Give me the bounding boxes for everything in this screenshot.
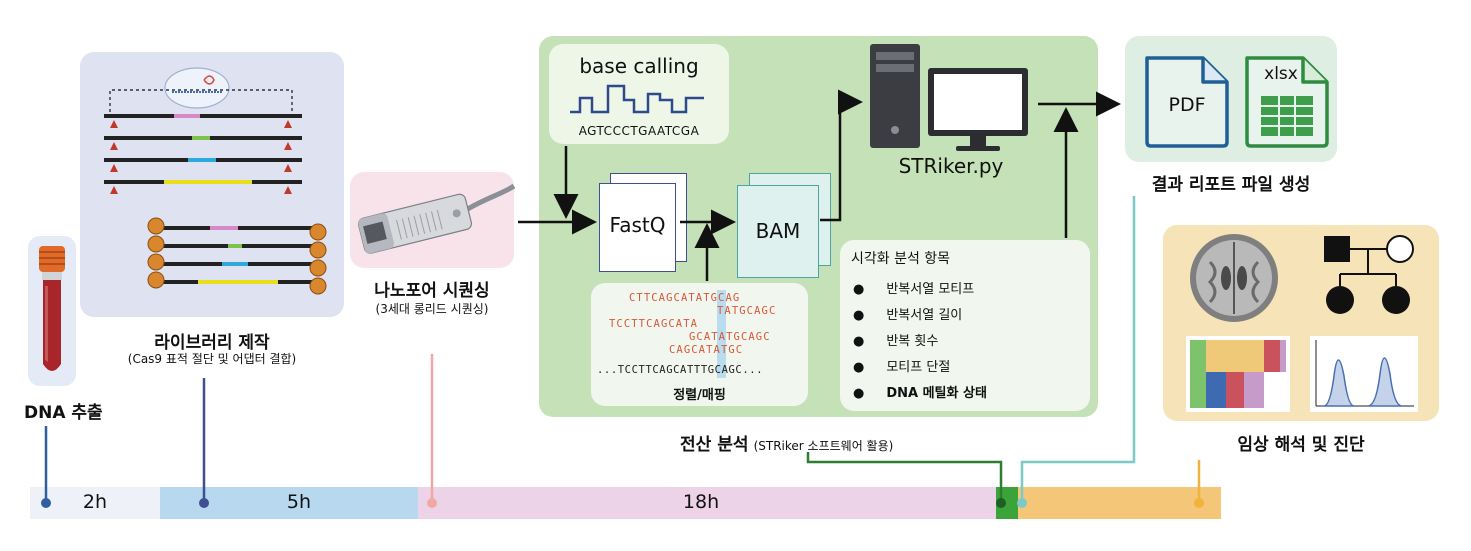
visualization-item-5: ●DNA 메틸화 상태 (853, 386, 987, 401)
visualization-box (840, 240, 1090, 411)
pdf-file-icon (1145, 56, 1229, 148)
alignment-caption: 정렬/매핑 (673, 388, 726, 403)
alignment-read-4: GCATATGCAGC (689, 331, 771, 343)
xlsx-file-icon (1245, 56, 1329, 148)
compute-subtitle: (STRiker 소프트웨어 활용) (753, 439, 894, 453)
visualization-item-4: ●모티프 단절 (853, 360, 951, 375)
alignment-read-5: CAGCATATGC (669, 344, 744, 356)
computer-icon (870, 44, 1028, 151)
compute-title-row: 전산 분석 (STRiker 소프트웨어 활용) (680, 430, 893, 455)
compute-title: 전산 분석 (680, 435, 749, 455)
bam-label: BAM (755, 219, 801, 243)
pdf-label: PDF (1168, 94, 1206, 116)
clinical-title: 임상 해석 및 진단 (1237, 435, 1365, 455)
distribution-plot-icon (1310, 336, 1418, 412)
timeline-label-2: 5h (286, 491, 312, 513)
visualization-item-2: ●반복서열 길이 (853, 308, 963, 323)
visualization-title: 시각화 분석 항목 (851, 251, 951, 267)
library-title: 라이브러리 제작 (154, 333, 270, 353)
fastq-card-front (599, 183, 676, 272)
base-calling-box (549, 44, 729, 144)
library-subtitle: (Cas9 표적 절단 및 어댑터 결합) (127, 352, 297, 366)
timeline-label-1: 2h (82, 491, 108, 513)
visualization-item-1: ●반복서열 모티프 (853, 282, 975, 297)
timeline-segment-1 (30, 487, 160, 519)
pedigree-icon (1324, 235, 1414, 314)
brain-mri-icon (1190, 234, 1278, 322)
xlsx-label: xlsx (1264, 64, 1298, 84)
alignment-box (591, 283, 808, 406)
base-calling-title: base calling (579, 54, 699, 78)
alignment-read-3: TCCTTCAGCATA (609, 318, 699, 330)
alignment-read-1: CTTCAGCATATGCAG (629, 292, 741, 304)
alignment-highlight (717, 290, 726, 378)
timeline-segment-5 (1018, 487, 1221, 519)
report-title: 결과 리포트 파일 생성 (1151, 175, 1311, 195)
dna-title: DNA 추출 (24, 403, 103, 423)
fastq-label: FastQ (609, 213, 666, 237)
library-diagram (104, 67, 327, 295)
base-calling-sequence: AGTCCCTGAATCGA (578, 124, 700, 138)
timeline-segment-3 (418, 487, 996, 519)
visualization-item-3: ●반복 횟수 (853, 334, 939, 349)
nanopore-title: 나노포어 시퀀싱 (374, 281, 490, 301)
alignment-reference: ...TCCTTCAGCATTTGCAGC... (597, 364, 764, 376)
striker-label: STRiker.py (898, 154, 1004, 178)
signal-trace-icon (570, 84, 704, 114)
nanopore-subtitle: (3세대 롱리드 시퀀싱) (375, 302, 489, 316)
methylation-bar-icon (1186, 336, 1290, 412)
bam-card-front (737, 185, 819, 278)
timeline-label-3: 18h (682, 491, 720, 513)
nanopore-device-icon (357, 183, 516, 254)
blood-tube-icon (39, 246, 65, 371)
alignment-read-2: TATGCAGC (717, 305, 777, 317)
